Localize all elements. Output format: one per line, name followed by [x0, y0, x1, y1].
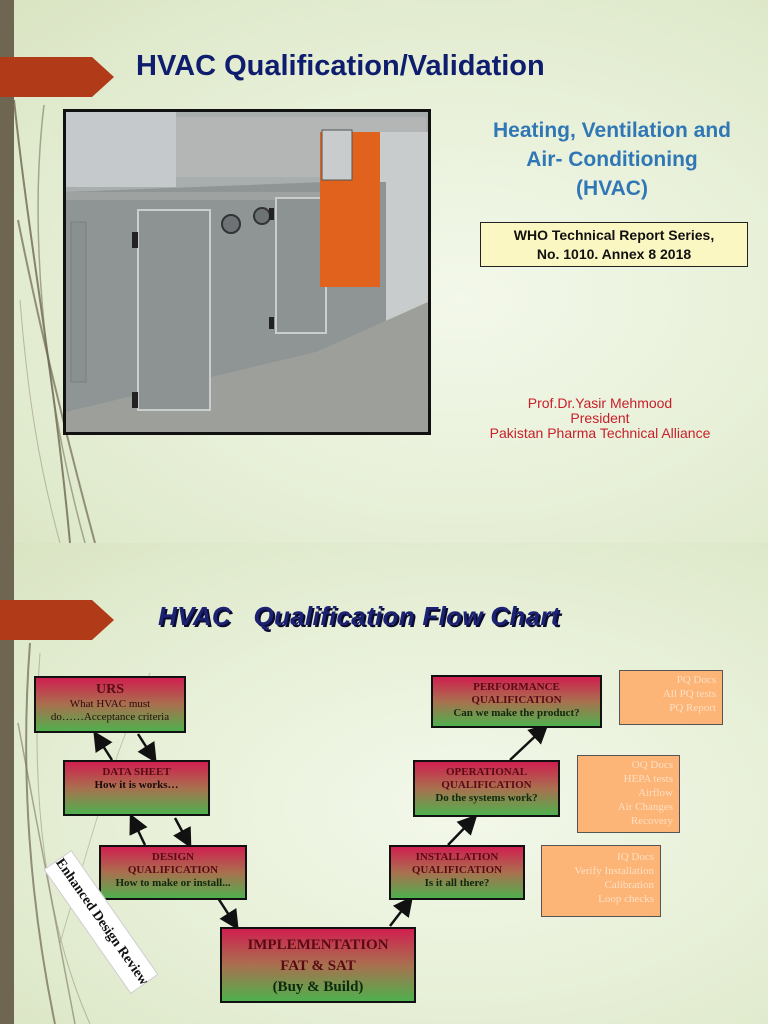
author-role: President [570, 410, 630, 426]
reference-line: WHO Technical Report Series, [513, 227, 715, 243]
slide-title: HVAC Qualification/Validation [136, 50, 545, 82]
note-line: PQ Report [669, 702, 716, 714]
box-heading: INSTALLATION [415, 851, 499, 863]
author-name: Prof.Dr.Yasir Mehmood [527, 395, 673, 411]
decorative-grass-curves [13, 99, 96, 543]
slide-title: HVAC Qualification Flow Chart [158, 601, 560, 631]
reference-line: No. 1010. Annex 8 2018 [536, 246, 692, 262]
author-organization: Pakistan Pharma Technical Alliance [489, 425, 711, 441]
box-line: Is it all there? [424, 877, 490, 889]
flow-box-operational-qualification: OPERATIONAL QUALIFICATION Do the systems… [413, 760, 560, 817]
box-heading: FAT & SAT [280, 958, 356, 974]
box-heading: DATA SHEET [102, 766, 171, 778]
flow-box-performance-qualification: PERFORMANCE QUALIFICATION Can we make th… [431, 675, 602, 728]
note-line: IQ Docs [617, 851, 654, 863]
box-line: How to make or install... [115, 877, 231, 889]
box-heading: DESIGN [151, 851, 195, 863]
box-heading: PERFORMANCE [473, 681, 560, 693]
hvac-unit-photo [63, 109, 431, 435]
box-line: How it is works… [94, 779, 179, 791]
note-line: All PQ tests [662, 688, 716, 700]
box-heading: IMPLEMENTATION [247, 937, 389, 953]
box-line: do……Acceptance criteria [50, 711, 170, 723]
note-line: HEPA tests [623, 773, 673, 785]
flow-box-implementation: IMPLEMENTATION FAT & SAT (Buy & Build) [220, 927, 416, 1003]
note-line: Recovery [630, 815, 673, 827]
flow-box-installation-qualification: INSTALLATION QUALIFICATION Is it all the… [389, 845, 525, 900]
subtitle-line: Heating, Ventilation and [492, 119, 732, 142]
subtitle-line: Air- Conditioning [526, 148, 698, 171]
note-box-iq: IQ Docs Verify Installation Calibration … [541, 845, 661, 917]
box-line: (Buy & Build) [272, 979, 364, 995]
note-line: Calibration [604, 879, 655, 891]
slide-1: HVAC Qualification/Validation Heating, V… [0, 0, 768, 543]
flow-box-urs: URS What HVAC must do……Acceptance criter… [34, 676, 186, 733]
box-heading: QUALIFICATION [127, 864, 219, 876]
author-block: Prof.Dr.Yasir Mehmood President Pakistan… [470, 396, 730, 441]
hvac-subtitle: Heating, Ventilation and Air- Conditioni… [456, 116, 768, 203]
note-box-pq: PQ Docs All PQ tests PQ Report [619, 670, 723, 725]
left-accent-bar [0, 543, 14, 1024]
title-arrow-tab [0, 600, 114, 640]
hvac-photo-illustration [66, 112, 428, 432]
who-reference-box: WHO Technical Report Series, No. 1010. A… [480, 222, 748, 267]
box-line: Do the systems work? [435, 792, 538, 804]
subtitle-line: (HVAC) [576, 177, 648, 200]
note-line: OQ Docs [631, 759, 673, 771]
flow-box-design-qualification: DESIGN QUALIFICATION How to make or inst… [99, 845, 247, 900]
note-line: PQ Docs [676, 674, 716, 686]
box-heading: QUALIFICATION [411, 864, 503, 876]
note-line: Verify Installation [574, 865, 654, 877]
note-line: Air Changes [617, 801, 673, 813]
box-heading: URS [95, 682, 124, 697]
box-heading: OPERATIONAL [445, 766, 528, 778]
box-line: What HVAC must [69, 698, 151, 710]
note-line: Airflow [638, 787, 673, 799]
note-line: Loop checks [598, 893, 654, 905]
box-heading: QUALIFICATION [471, 694, 562, 706]
box-line: Can we make the product? [453, 707, 580, 719]
left-accent-bar [0, 0, 14, 543]
box-heading: QUALIFICATION [441, 779, 532, 791]
title-arrow-tab [0, 57, 114, 97]
note-box-oq: OQ Docs HEPA tests Airflow Air Changes R… [577, 755, 680, 833]
flow-box-data-sheet: DATA SHEET How it is works… [63, 760, 210, 816]
